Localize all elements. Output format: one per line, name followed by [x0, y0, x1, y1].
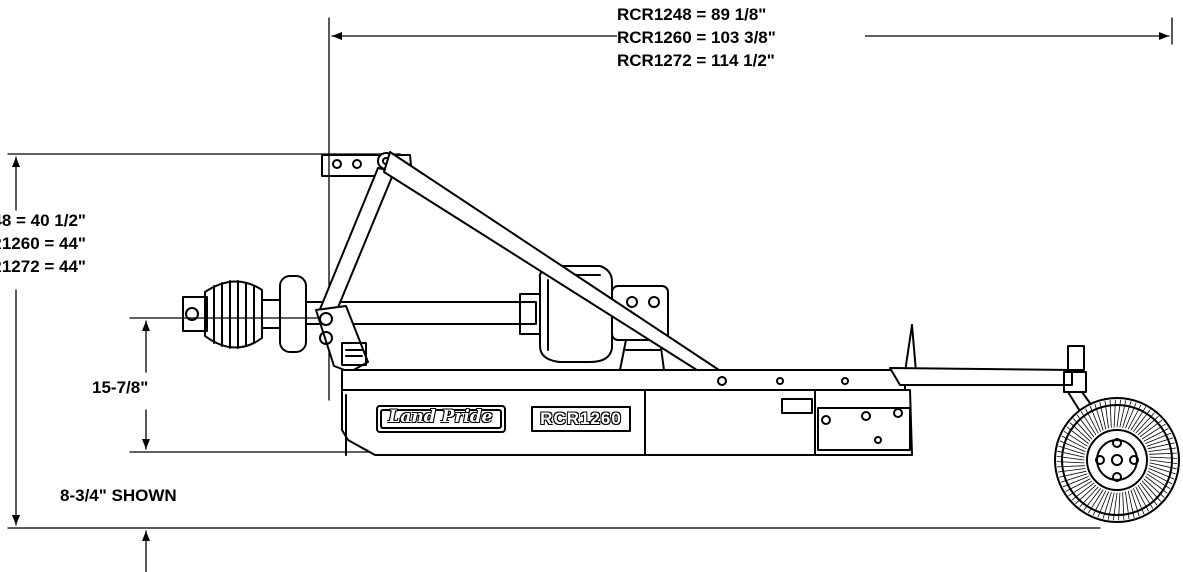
- tread-line: [1083, 488, 1101, 511]
- tread-line: [1119, 400, 1127, 428]
- tread-line: [1147, 442, 1175, 450]
- tread-line: [1104, 400, 1109, 429]
- tread-line: [1125, 491, 1130, 520]
- tread-line: [1149, 452, 1177, 455]
- tread-line: [1089, 405, 1101, 432]
- tread-line: [1080, 411, 1097, 436]
- tread-line: [1092, 490, 1107, 516]
- tread-line: [1085, 408, 1099, 434]
- tread-line: [1122, 401, 1132, 428]
- tread-line: [1066, 426, 1089, 444]
- tread-line: [1059, 440, 1086, 452]
- tread-line: [1122, 492, 1125, 520]
- tread-line: [1146, 473, 1171, 490]
- pto-driveline: [182, 275, 541, 353]
- tread-line: [1118, 492, 1121, 521]
- model-decal: RCR1260: [540, 409, 622, 428]
- tread-line: [1149, 465, 1176, 475]
- overall-height-rcr1272: RCR1272 = 44": [0, 257, 86, 276]
- tread-line: [1062, 476, 1089, 488]
- hitch-frame: [315, 151, 723, 373]
- tread-line: [1141, 480, 1161, 502]
- tail-wheel: [889, 345, 1180, 523]
- tread-line: [1061, 435, 1087, 450]
- tread-line: [1073, 418, 1093, 440]
- tread-line: [1116, 399, 1121, 428]
- tread-line: [1102, 492, 1112, 519]
- overall-height-label: RCR1248 = 40 1/2" RCR1260 = 44" RCR1272 …: [0, 209, 90, 278]
- wheel-tread: [1056, 399, 1178, 521]
- tread-line: [1057, 465, 1085, 468]
- tread-line: [1143, 478, 1165, 498]
- tread-line: [1125, 402, 1137, 429]
- tread-line: [1135, 486, 1149, 512]
- overall-length-rcr1248: RCR1248 = 89 1/8": [617, 5, 767, 24]
- tread-line: [1145, 432, 1172, 444]
- tread-line: [1065, 478, 1091, 492]
- overall-height-rcr1260: RCR1260 = 44": [0, 234, 86, 253]
- tread-line: [1139, 419, 1163, 438]
- tread-line: [1149, 462, 1177, 470]
- tread-line: [1088, 489, 1104, 514]
- tread-line: [1145, 476, 1168, 494]
- tread-line: [1148, 447, 1177, 452]
- tread-line: [1113, 492, 1118, 521]
- overall-length-rcr1272: RCR1272 = 114 1/2": [617, 51, 775, 70]
- tread-line: [1069, 422, 1091, 442]
- tread-line: [1094, 403, 1104, 431]
- tread-line: [1130, 489, 1140, 517]
- tread-line: [1149, 459, 1178, 465]
- tread-line: [1127, 490, 1135, 518]
- tread-line: [1068, 480, 1093, 497]
- overall-length-rcr1260: RCR1260 = 103 3/8": [617, 28, 776, 47]
- tread-line: [1056, 455, 1085, 461]
- tread-line: [1130, 406, 1146, 431]
- tread-line: [1107, 492, 1115, 520]
- tread-line: [1063, 430, 1088, 447]
- tread-line: [1146, 437, 1174, 447]
- tread-line: [1127, 404, 1142, 430]
- tread-line: [1143, 428, 1169, 442]
- tread-line: [1141, 423, 1166, 440]
- tread-line: [1079, 486, 1099, 508]
- overall-height-dimension: [7, 153, 1101, 529]
- overall-height-rcr1248: RCR1248 = 40 1/2": [0, 211, 86, 230]
- tread-line: [1139, 482, 1158, 506]
- tread-line: [1071, 482, 1095, 501]
- tread-line: [1099, 402, 1107, 430]
- cut-height-label: 8-3/4" SHOWN: [60, 486, 177, 505]
- tread-line: [1097, 491, 1109, 518]
- mower-deck: [341, 324, 917, 456]
- tread-line: [1056, 461, 1085, 464]
- tread-line: [1135, 412, 1155, 434]
- overall-length-label: RCR1248 = 89 1/8" RCR1260 = 103 3/8" RCR…: [617, 3, 865, 72]
- tread-line: [1058, 445, 1085, 455]
- tread-line: [1147, 470, 1173, 485]
- tread-line: [1060, 473, 1088, 483]
- tread-line: [1148, 468, 1175, 480]
- tread-line: [1076, 414, 1095, 438]
- tread-line: [1057, 450, 1085, 458]
- tread-line: [1149, 456, 1178, 459]
- tread-line: [1075, 484, 1097, 505]
- tread-line: [1133, 488, 1145, 515]
- tread-line: [1113, 399, 1116, 428]
- pto-height-label: 15-7/8": [92, 378, 149, 397]
- tread-line: [1059, 470, 1087, 478]
- brand-decal: Land Pride: [388, 407, 493, 427]
- tread-line: [1057, 468, 1086, 473]
- tread-line: [1133, 409, 1151, 432]
- tread-line: [1109, 399, 1112, 428]
- tread-line: [1137, 484, 1154, 509]
- tread-line: [1137, 415, 1159, 436]
